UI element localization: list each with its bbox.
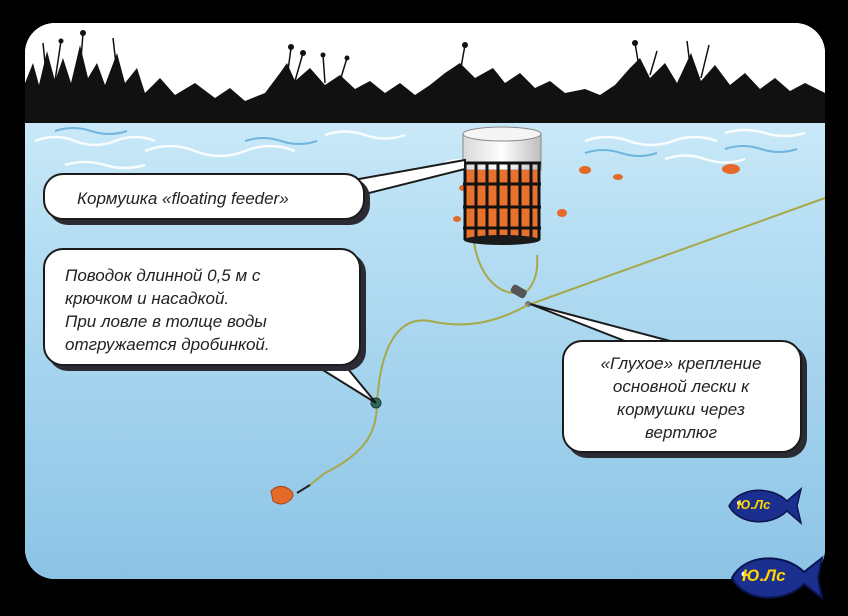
mount-callout-line: вертлюг [645,423,717,442]
leash-callout-line: Поводок длинной 0,5 м с [65,266,261,285]
mount-callout: «Глухое» крепление основной лески к корм… [562,340,802,453]
shoreline-vegetation [25,30,825,123]
surface-waves [34,128,806,170]
leash-callout-line: крючком и насадкой. [65,289,230,308]
floating-feeder [462,126,542,245]
main-line [527,197,825,306]
leash-callout: Поводок длинной 0,5 м с крючком и насадк… [43,248,361,366]
mount-callout-line: «Глухое» крепление [600,354,762,373]
leash-callout-line: отгружается дробинкой. [65,335,270,354]
surface-waves-dark [54,127,798,157]
diagram-scene: Кормушка «floating feeder» Поводок длинн… [25,23,825,579]
fish-logo-small-label: Ю.Лс [737,497,771,512]
feeder-tether [472,234,514,294]
leash-line [309,304,529,486]
fish-logo-large [730,555,824,601]
mount-callout-line: основной лески к [612,377,750,396]
feeder-callout: Кормушка «floating feeder» [43,173,365,220]
fish-logo-large-label: Ю.Лс [742,566,786,585]
leash-callout-line: При ловле в толще воды [65,312,267,331]
fish-logo-small [728,486,803,526]
hook-with-bait [270,484,311,505]
feeder-callout-text: Кормушка «floating feeder» [77,189,289,208]
mount-callout-line: кормушки через [617,400,745,419]
bait-crumbs [419,164,740,222]
